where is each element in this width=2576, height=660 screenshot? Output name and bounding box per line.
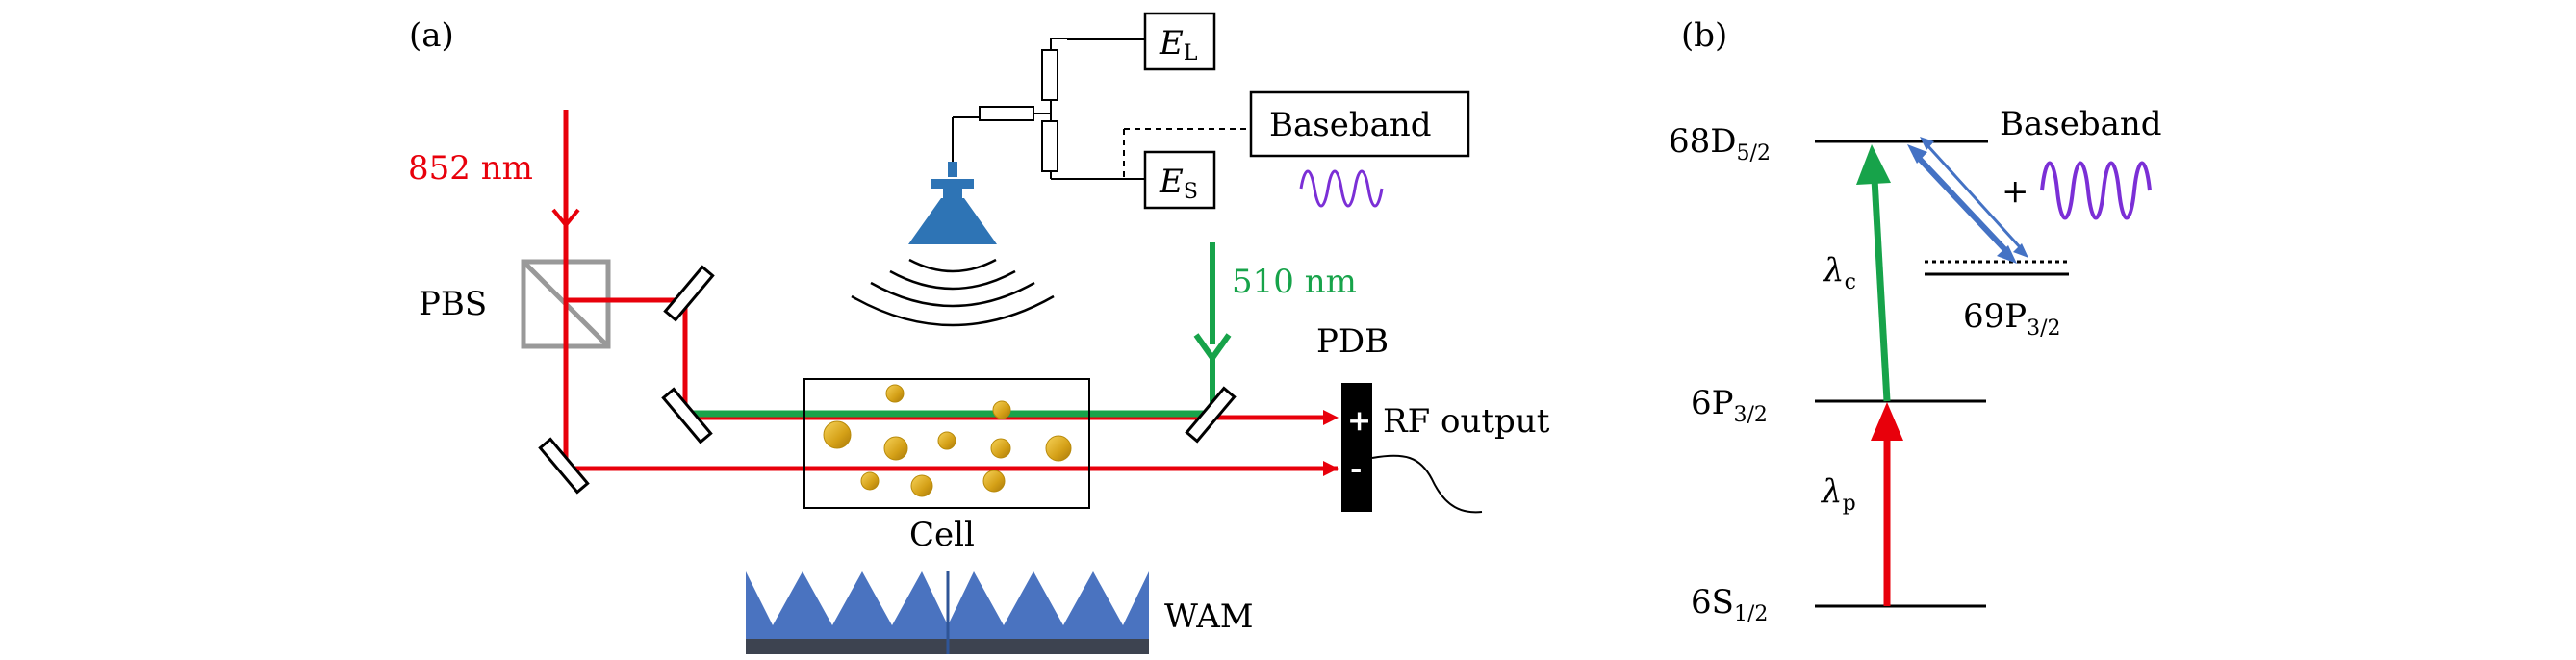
coupling-beam [687,242,1232,418]
baseband-label-a: Baseband [1269,106,1432,144]
panel-a-label: (a) [409,16,454,55]
es-label: ES [1159,163,1198,204]
level-6s-label: 6S1/2 [1691,583,1768,626]
probe-beam [551,110,1339,476]
lambda-c-label: λc [1822,251,1856,294]
level-6p-label: 6P3/2 [1691,384,1768,427]
level-68d-label: 68D5/2 [1669,122,1771,165]
baseband-waveform-a [1299,169,1384,208]
mirror-top [663,265,715,322]
rf-transition-arrows [1907,137,2028,264]
coupling-transition-arrow [1856,144,1891,402]
pdb-plus: + [1347,404,1371,438]
panel-b: (b) 68D5/2 69P3/2 6P3/2 6S1/2 λp λc [1669,16,2162,626]
rf-output-cable [1371,454,1483,514]
rf-output-label: RF output [1383,402,1550,441]
pdb-detector: + - [1341,383,1372,512]
baseband-label-b: Baseband [2000,105,2162,143]
baseband-waveform-b [2040,161,2152,220]
probe-transition-arrow [1871,402,1903,606]
wam-label: WAM [1164,597,1254,636]
mirror [538,265,1237,495]
el-box [1143,12,1216,71]
mirror-left-bottom [661,387,713,444]
cesium-atoms [823,384,1072,497]
coupling-wavelength-label: 510 nm [1232,263,1357,301]
mirror-lower [538,437,590,495]
radiated-waves [851,258,1055,327]
pdb-minus: - [1350,452,1362,486]
feed-network [953,38,1145,180]
level-69p-label: 69P3/2 [1963,297,2061,341]
el-label: EL [1159,24,1198,65]
panel-b-label: (b) [1681,16,1727,55]
horn-antenna [908,117,997,244]
baseband-box [1249,90,1470,158]
mirror-dichroic [1185,386,1237,444]
lambda-p-label: λp [1820,472,1856,516]
es-box [1143,150,1216,210]
probe-wavelength-label: 852 nm [408,149,533,188]
panel-a: (a) 852 nm PBS 510 nm [408,12,1550,654]
vapor-cell [803,378,1090,509]
pbs-label: PBS [419,285,487,323]
cell-label: Cell [909,516,975,554]
plus-sign: + [2002,172,2029,211]
wam-absorber [746,571,1149,654]
pdb-label: PDB [1316,322,1389,361]
